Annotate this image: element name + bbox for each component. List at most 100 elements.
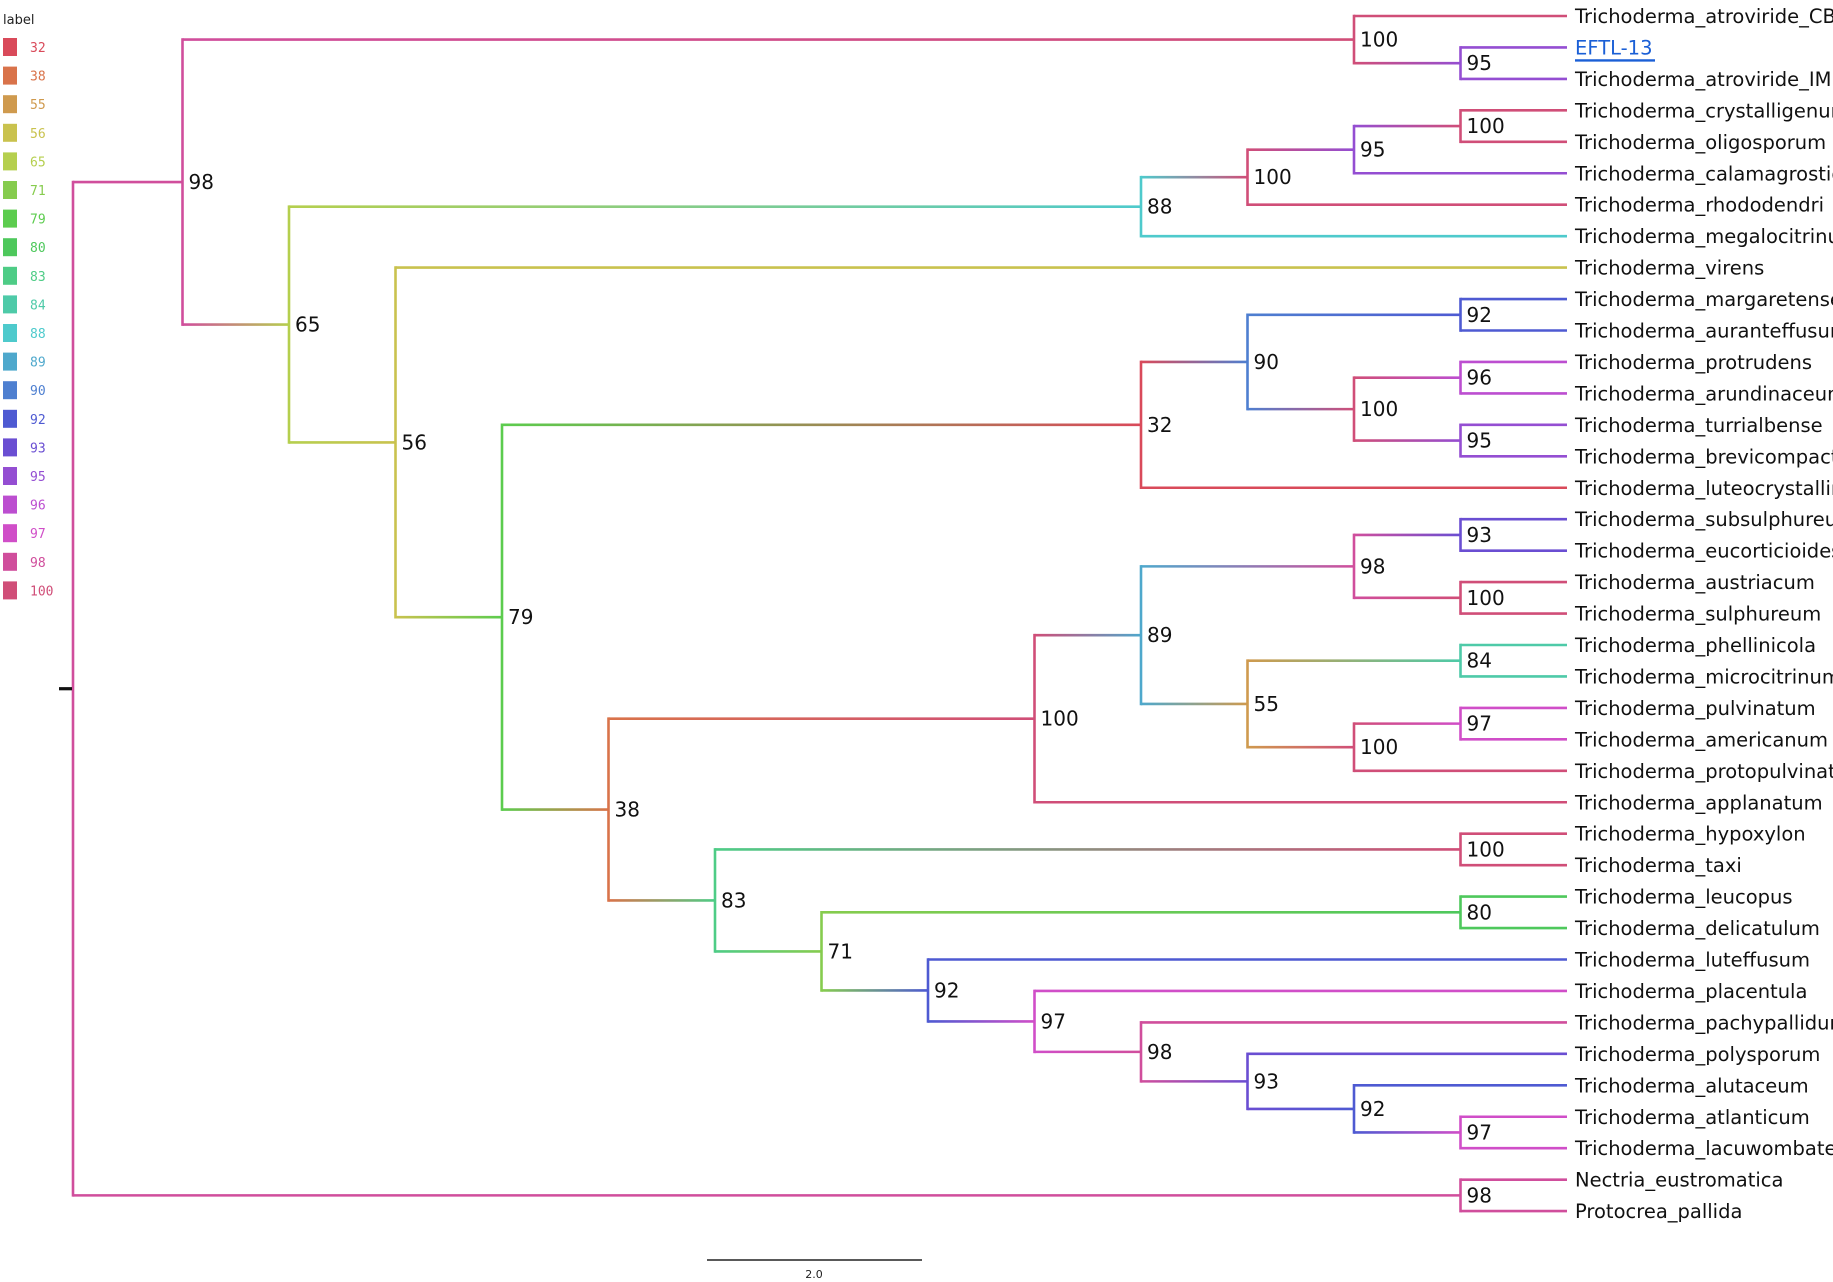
tip-label: Trichoderma_protopulvinatum [1574,760,1833,783]
bootstrap-value: 100 [1467,114,1505,138]
legend-swatch [3,238,17,257]
tip-label: Trichoderma_luteffusum [1574,949,1810,972]
bootstrap-value: 98 [1360,554,1385,578]
legend-entry-label: 56 [30,127,46,142]
legend-swatch [3,266,17,285]
tip-label: Trichoderma_polysporum [1574,1043,1820,1066]
tip-label: Trichoderma_luteocrystallinum [1574,477,1833,500]
legend-swatch [3,181,17,199]
legend-entry-label: 79 [30,213,46,228]
legend-entry-label: 71 [30,184,46,199]
legend-swatch [3,295,17,314]
tip-label: Trichoderma_eucorticioides [1574,540,1833,563]
tip-label: Trichoderma_oligosporum [1574,131,1826,154]
tip-label: Trichoderma_lacuwombatense [1574,1137,1833,1160]
tip-label: Trichoderma_crystalligenum [1574,99,1833,122]
tip-label: Trichoderma_margaretense [1574,288,1833,311]
tip-label: Trichoderma_pulvinatum [1574,697,1816,720]
tip-label: Trichoderma_atroviride_CBS [1574,5,1833,28]
bootstrap-color-legend: label 3238555665717980838488899092939596… [3,13,53,600]
bootstrap-value: 98 [189,170,214,194]
legend-entry-label: 88 [30,327,46,342]
legend-swatch [3,66,17,85]
legend-swatch [3,552,17,571]
bootstrap-value: 100 [1360,28,1398,52]
legend-swatch [3,152,17,171]
legend-swatch [3,324,17,342]
bootstrap-value: 84 [1467,649,1492,673]
tip-label: Trichoderma_americanum [1574,728,1828,751]
legend-title: label [3,13,34,28]
tip-labels: Trichoderma_atroviride_CBS EFTL-13Trichod… [1574,5,1833,1223]
tip-label: Trichoderma_sulphureum [1574,603,1821,626]
legend-entry-label: 84 [30,298,46,313]
legend-swatch [3,352,17,371]
tip-label: Trichoderma_megalocitrinum [1574,225,1833,248]
legend-entry-label: 38 [30,70,46,85]
bootstrap-value: 100 [1254,165,1292,189]
tip-label: Trichoderma_atroviride_IMI [1574,68,1833,91]
bootstrap-value: 95 [1467,51,1492,75]
bootstrap-value: 100 [1467,586,1505,610]
legend-entry-label: 93 [30,441,46,456]
tip-label: Trichoderma_calamagrostidis [1574,162,1833,185]
legend-swatch [3,581,17,600]
legend-swatch [3,38,17,56]
bootstrap-value: 71 [828,939,853,963]
legend-entry-label: 89 [30,356,46,371]
bootstrap-value: 32 [1147,413,1172,437]
tip-label: Trichoderma_alutaceum [1574,1074,1809,1097]
tip-label: Trichoderma_placentula [1574,980,1807,1003]
legend-swatch [3,409,17,428]
bootstrap-value: 89 [1147,623,1172,647]
tip-label: Trichoderma_atlanticum [1574,1106,1810,1129]
tip-label: Trichoderma_arundinaceum [1574,382,1833,405]
legend-entry-label: 92 [30,413,46,428]
tip-label: Trichoderma_pachypallidum [1574,1011,1833,1034]
tip-label: Trichoderma_protrudens [1574,351,1812,374]
bootstrap-value: 83 [721,888,746,912]
bootstrap-value: 97 [1467,1120,1492,1144]
tip-label: Trichoderma_leucopus [1574,886,1793,909]
legend-swatch [3,381,17,400]
legend-entry-label: 55 [30,98,46,113]
legend-entry-label: 90 [30,384,46,399]
bootstrap-value: 90 [1254,350,1279,374]
legend-entry-label: 80 [30,241,46,256]
legend-entry-label: 97 [30,527,46,542]
legend-entry-label: 32 [30,41,46,56]
bootstrap-value: 92 [1360,1097,1385,1121]
legend-swatch [3,467,17,485]
legend-swatch [3,209,17,228]
bootstrap-value: 65 [295,313,320,337]
legend-swatch [3,123,17,142]
tip-label: Trichoderma_virens [1574,257,1764,280]
tip-label: Protocrea_pallida [1575,1200,1742,1223]
bootstrap-value: 97 [1467,712,1492,736]
bootstrap-value: 100 [1041,707,1079,731]
tip-label: Trichoderma_turrialbense [1574,414,1823,437]
legend-entry-label: 100 [30,584,53,599]
tip-label: Nectria_eustromatica [1575,1169,1783,1192]
bootstrap-value: 100 [1360,735,1398,759]
legend-entry-label: 65 [30,155,46,170]
legend-swatch [3,495,17,514]
bootstrap-value: 38 [615,798,640,822]
bootstrap-value: 100 [1467,837,1505,861]
tip-label: Trichoderma_microcitrinum [1574,665,1833,688]
tip-label: Trichoderma_taxi [1574,854,1742,877]
bootstrap-value: 98 [1147,1040,1172,1064]
bootstrap-value: 95 [1360,138,1385,162]
tip-label: Trichoderma_hypoxylon [1574,823,1806,846]
highlighted-tip-label[interactable]: EFTL-13 [1575,36,1652,59]
bootstrap-value: 93 [1254,1069,1279,1093]
bootstrap-value: 92 [934,978,959,1002]
scale-bar-label: 2.0 [805,1268,823,1281]
bootstrap-value: 88 [1147,195,1172,219]
legend-entry-label: 96 [30,499,46,514]
tree-branches [71,14,1567,1213]
bootstrap-labels: 9510010095100889296951009032931009884971… [189,28,1505,1208]
tip-label: Trichoderma_brevicompactum [1574,445,1833,468]
legend-swatch [3,438,17,457]
